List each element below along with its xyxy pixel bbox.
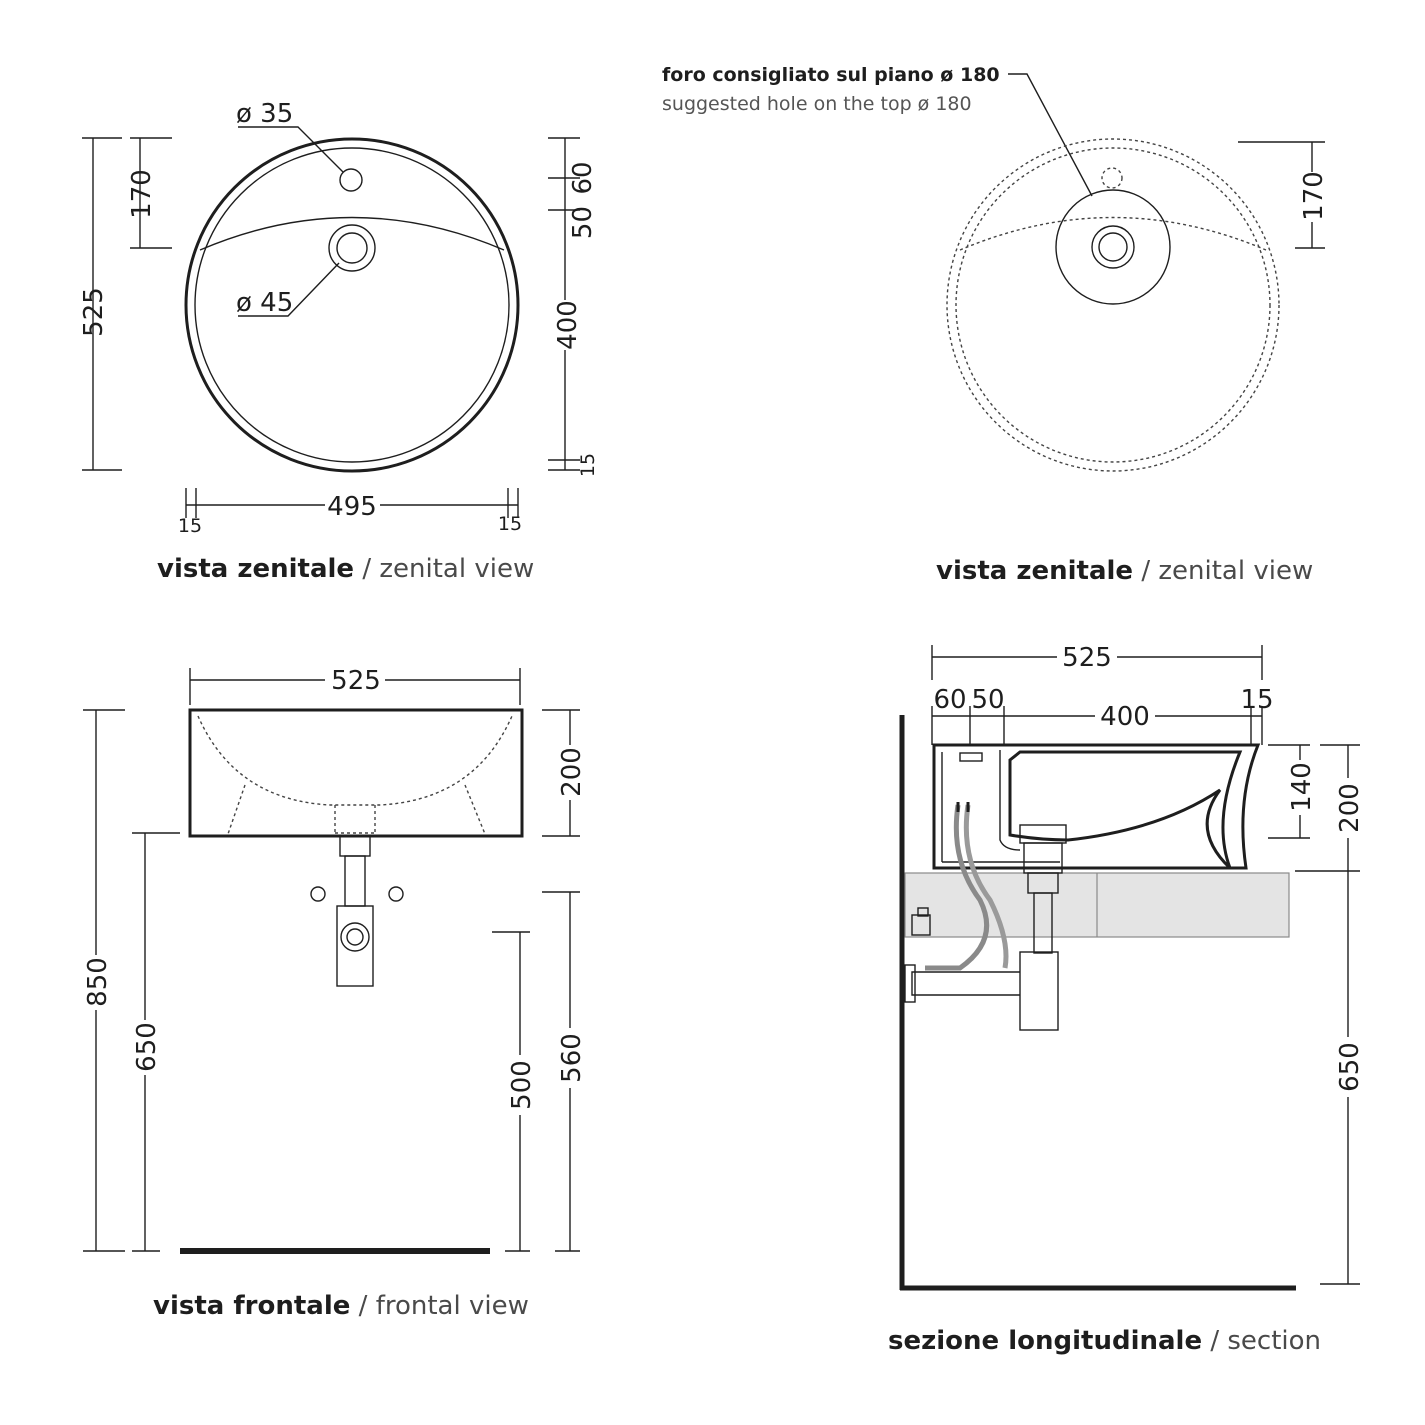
basin-bowl-edge xyxy=(199,216,505,251)
label-h170-right: 170 xyxy=(1299,171,1329,221)
label-d45: ø 45 xyxy=(236,288,293,318)
label-w15-right: 15 xyxy=(498,513,522,535)
caption-section: sezione longitudinale / section xyxy=(888,1326,1321,1356)
angle-valve xyxy=(911,914,931,936)
label-h650-section: 650 xyxy=(1335,1042,1365,1092)
section-view: 525 400 60 50 15 140 xyxy=(888,643,1365,1356)
basin-section xyxy=(932,743,1261,870)
basin-outline-inner xyxy=(955,147,1271,463)
basin-rim-inner xyxy=(194,147,510,463)
drain-hole-outer xyxy=(328,224,376,272)
basin-rim-outer xyxy=(184,137,520,473)
label-d35: ø 35 xyxy=(236,99,293,129)
basin-outline-outer xyxy=(946,138,1280,472)
label-h560-front: 560 xyxy=(557,1033,587,1083)
waste-fitting xyxy=(339,835,371,857)
drain-inner xyxy=(1098,232,1128,262)
caption-zenital-right: vista zenitale / zenital view xyxy=(936,556,1313,586)
label-w495: 495 xyxy=(327,492,377,522)
label-w60-section: 60 xyxy=(933,685,966,715)
label-h200-section: 200 xyxy=(1335,783,1365,833)
caption-zenital-left: vista zenitale / zenital view xyxy=(157,554,534,584)
label-w525-section: 525 xyxy=(1062,643,1112,673)
label-h200-front: 200 xyxy=(557,747,587,797)
basin-front xyxy=(188,708,524,838)
label-w400-section: 400 xyxy=(1100,702,1150,732)
suggested-hole xyxy=(1055,189,1171,305)
label-h850: 850 xyxy=(83,957,113,1007)
siphon xyxy=(336,905,374,987)
drain-hole-inner xyxy=(336,232,368,264)
caption-frontal: vista frontale / frontal view xyxy=(153,1291,529,1321)
bottle-trap xyxy=(1019,951,1059,1031)
label-w15-section: 15 xyxy=(1240,685,1273,715)
label-w525-front: 525 xyxy=(331,666,381,696)
frontal-view: 525 850 650 200 500 560 vista frontale /… xyxy=(82,664,587,1321)
label-w50-section: 50 xyxy=(971,685,1004,715)
note-hole-en: suggested hole on the top ø 180 xyxy=(662,93,972,115)
valve-right xyxy=(388,886,404,902)
note-hole-it: foro consigliato sul piano ø 180 xyxy=(662,64,1000,86)
label-r50: 50 xyxy=(568,206,598,239)
basin-bowl-edge-dashed xyxy=(959,216,1267,251)
drain-outer xyxy=(1091,225,1135,269)
label-r60: 60 xyxy=(568,161,598,194)
label-r15: 15 xyxy=(577,453,599,477)
tap-hole-dashed xyxy=(1101,167,1123,189)
zenital-view-dimensioned: ø 35 ø 45 525 170 60 50 400 15 495 15 15… xyxy=(79,99,599,584)
label-h500-front: 500 xyxy=(507,1060,537,1110)
tap-hole xyxy=(339,168,363,192)
hose-right xyxy=(963,804,1009,969)
label-h140-section: 140 xyxy=(1287,762,1317,812)
label-w15-left: 15 xyxy=(178,515,202,537)
hose-left xyxy=(925,804,990,971)
valve-left xyxy=(310,886,326,902)
label-r400: 400 xyxy=(553,300,583,350)
label-h525: 525 xyxy=(79,287,109,337)
label-h650-front: 650 xyxy=(132,1022,162,1072)
zenital-view-hole: foro consigliato sul piano ø 180 suggest… xyxy=(662,64,1329,586)
label-h170: 170 xyxy=(127,169,157,219)
